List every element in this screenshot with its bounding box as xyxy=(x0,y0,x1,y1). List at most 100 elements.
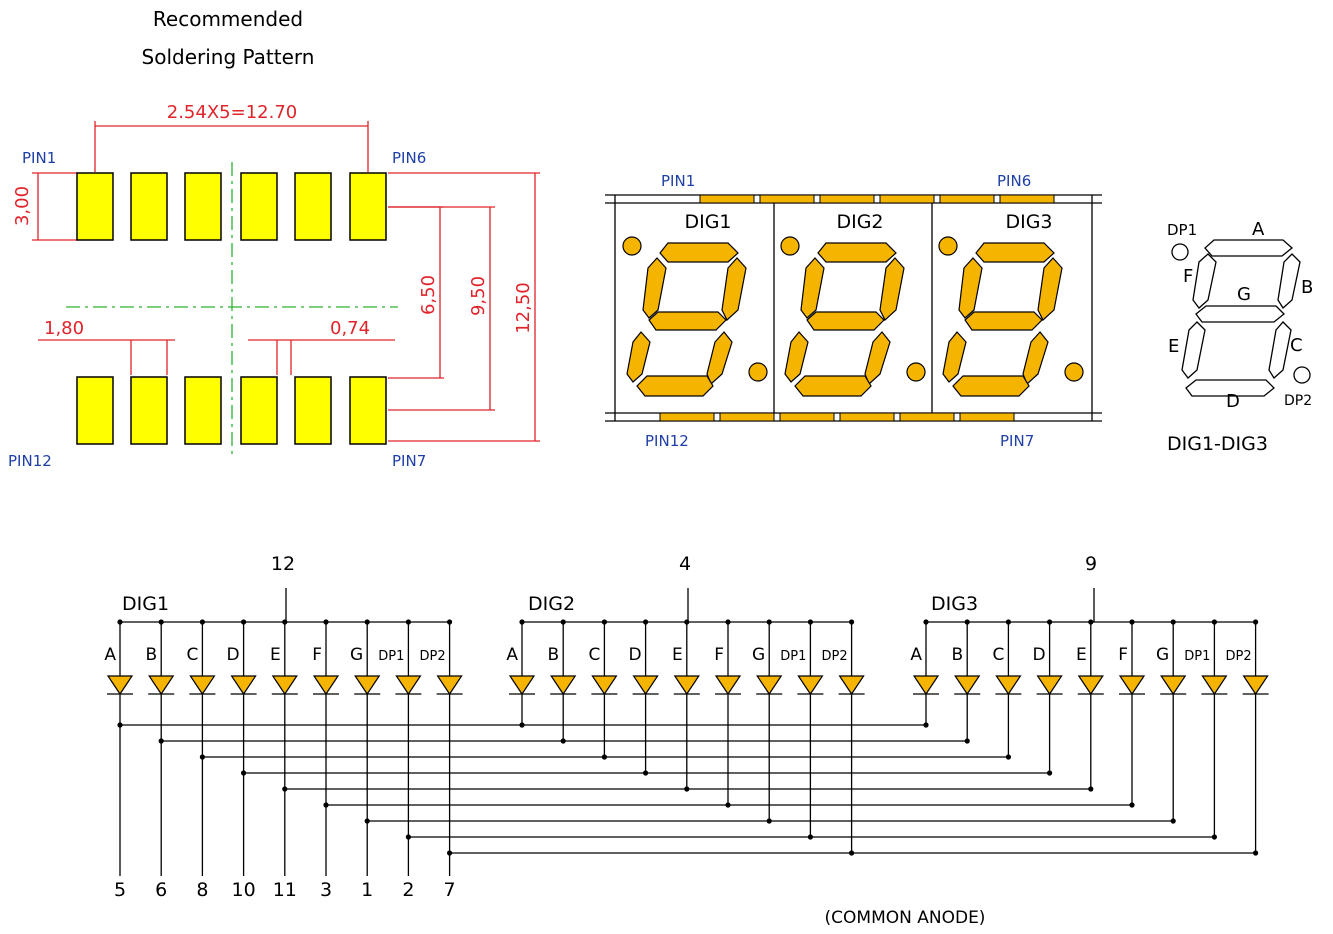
segment-label: F xyxy=(714,645,724,665)
schematic-digit-label: DIG2 xyxy=(528,593,575,615)
led-diode xyxy=(1160,675,1187,696)
disp-pin1-label: PIN1 xyxy=(661,172,695,190)
dim-gap: 0,74 xyxy=(330,318,370,339)
led-diode xyxy=(189,675,216,696)
pin-strip-bottom xyxy=(839,412,895,422)
bottom-pin-label: 8 xyxy=(196,879,208,901)
disp-pin7-label: PIN7 xyxy=(1000,432,1034,450)
digit1-seg-f xyxy=(642,257,667,319)
segment-label: G xyxy=(752,645,765,665)
segment-label: E xyxy=(672,645,683,665)
junction-dot xyxy=(1047,619,1053,625)
digit3-seg-e xyxy=(942,331,967,383)
title-line2: Soldering Pattern xyxy=(142,45,315,69)
segment-label: A xyxy=(104,645,116,665)
segment-label: E xyxy=(270,645,281,665)
led-diode xyxy=(354,675,381,696)
segment-label: D xyxy=(227,645,240,665)
dim-pad-height: 3,00 xyxy=(12,186,33,226)
pin-strip-top xyxy=(759,194,815,204)
segment-label: C xyxy=(993,645,1005,665)
pin-strip-top xyxy=(819,194,875,204)
key-a-label: A xyxy=(1252,219,1265,240)
junction-dot xyxy=(601,619,608,625)
key-caption: DIG1-DIG3 xyxy=(1167,433,1268,455)
junction-dot xyxy=(519,619,525,625)
key-b-label: B xyxy=(1301,277,1313,298)
digit2-seg-b xyxy=(879,257,905,321)
junction-dot xyxy=(199,619,205,625)
digit2-dp-right xyxy=(906,362,926,382)
bus-junction-dot xyxy=(964,738,970,744)
dim-9-50: 9,50 xyxy=(468,276,489,316)
digit2-seg-f xyxy=(800,257,825,319)
disp-pin6-label: PIN6 xyxy=(997,172,1031,190)
junction-dot xyxy=(964,619,970,625)
led-diode xyxy=(1242,675,1269,696)
pin-strip-top xyxy=(699,194,755,204)
led-diode xyxy=(591,675,618,696)
digit3-seg-d xyxy=(952,375,1030,397)
led-diode xyxy=(1201,675,1228,696)
disp-pin12-label: PIN12 xyxy=(645,432,689,450)
soldering-pattern: 2.54X5=12.70 3,00 1,80 0,74 xyxy=(8,102,540,470)
dim-6-50: 6,50 xyxy=(418,275,439,315)
fp-pin1-label: PIN1 xyxy=(22,149,56,167)
junction-dot xyxy=(1088,619,1094,625)
digit1-seg-a xyxy=(659,242,739,263)
pin-strip-bottom xyxy=(779,412,835,422)
common-pin-label: 9 xyxy=(1085,553,1097,575)
key-seg-d xyxy=(1185,379,1275,397)
led-diode xyxy=(995,675,1022,696)
digit3-seg-g xyxy=(964,311,1043,331)
bottom-pin-label: 5 xyxy=(114,879,126,901)
led-diode xyxy=(148,675,175,696)
digit3-dp-left xyxy=(938,236,958,256)
segment-label: G xyxy=(1156,645,1169,665)
led-diode xyxy=(508,675,536,696)
segment-label: B xyxy=(952,645,964,665)
digit3-seg-f xyxy=(958,257,983,319)
key-seg-a xyxy=(1204,239,1294,257)
segment-label: E xyxy=(1076,645,1087,665)
junction-dot xyxy=(923,619,929,625)
junction-dot xyxy=(117,619,123,625)
key-g-label: G xyxy=(1237,284,1251,305)
pin-strip-top xyxy=(879,194,935,204)
digit1-seg-g xyxy=(648,311,727,331)
bottom-pin-label: 2 xyxy=(402,879,414,901)
key-dp1-label: DP1 xyxy=(1167,221,1197,239)
segment-label: B xyxy=(548,645,560,665)
led-diode xyxy=(312,675,340,696)
bottom-pin-label: 10 xyxy=(232,879,256,901)
bottom-pin-label: 3 xyxy=(320,879,332,901)
led-diode xyxy=(550,675,577,696)
junction-dot xyxy=(1129,619,1135,625)
key-seg-g xyxy=(1195,305,1285,323)
led-diode xyxy=(673,675,700,696)
digit2-seg-e xyxy=(784,331,809,383)
segment-label: F xyxy=(1118,645,1128,665)
digit2-seg-g xyxy=(806,311,885,331)
pin-strip-bottom xyxy=(659,412,715,422)
common-pin-label: 12 xyxy=(271,553,295,575)
led-diode xyxy=(230,675,257,696)
key-d-label: D xyxy=(1226,391,1240,412)
digit1-seg-c xyxy=(706,331,733,386)
led-diode xyxy=(838,675,865,696)
led-diode xyxy=(632,675,659,696)
bottom-pin-label: 1 xyxy=(361,879,373,901)
segment-label: DP2 xyxy=(419,649,445,664)
junction-dot xyxy=(282,619,288,625)
bottom-pin-label: 6 xyxy=(155,879,167,901)
fp-pin6-label: PIN6 xyxy=(392,149,426,167)
digit1-dp-right xyxy=(748,362,768,382)
junction-dot xyxy=(1253,619,1259,625)
junction-dot xyxy=(766,619,772,625)
bottom-pin-label: 11 xyxy=(273,879,297,901)
segment-label: D xyxy=(629,645,642,665)
digit1-seg-d xyxy=(636,375,714,397)
digit2-seg-c xyxy=(864,331,891,386)
led-diode xyxy=(1036,675,1063,696)
segment-label: D xyxy=(1033,645,1046,665)
